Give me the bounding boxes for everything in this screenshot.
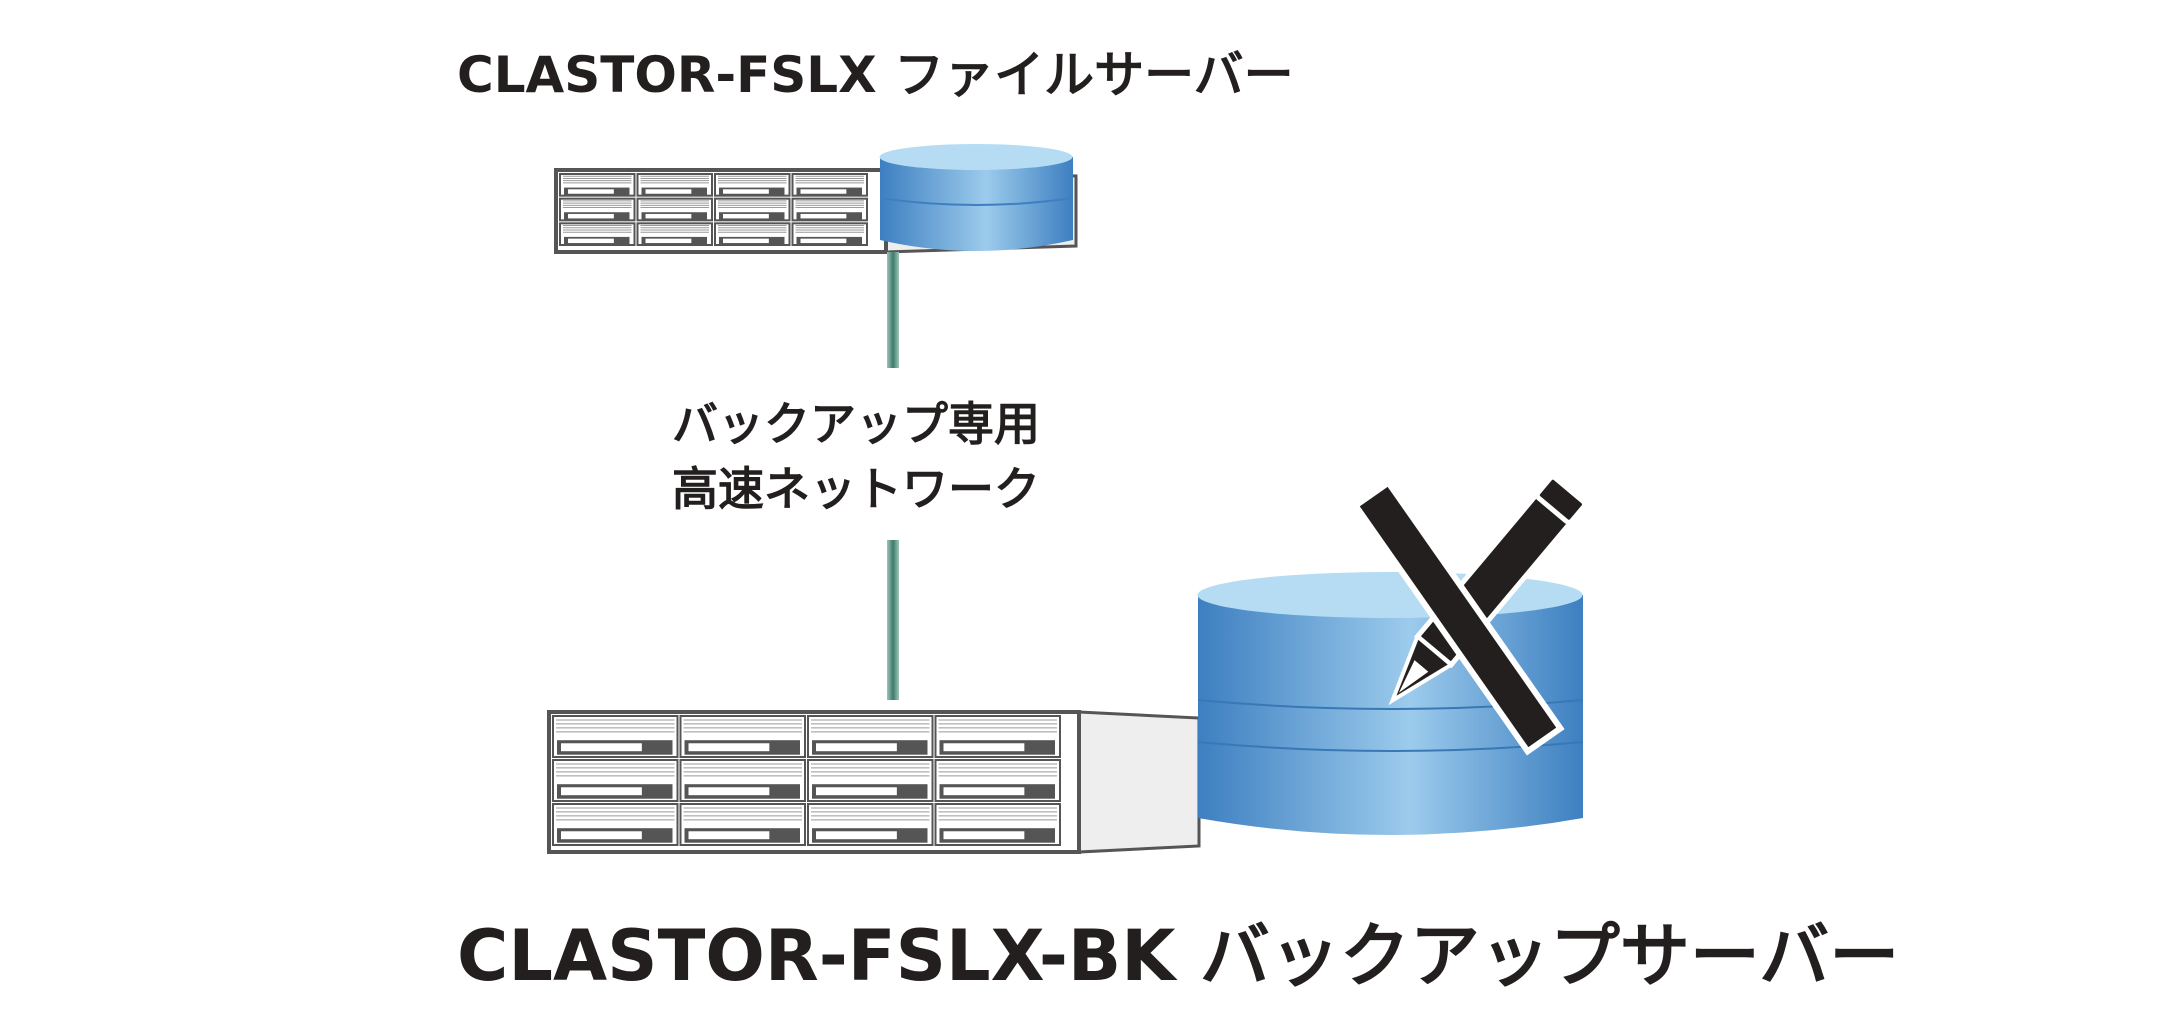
drive-label <box>800 238 847 244</box>
network-link-lower <box>887 540 899 700</box>
network-label-line2: 高速ネットワーク <box>672 462 1040 516</box>
drive-label <box>688 743 770 752</box>
drive-label <box>800 189 847 194</box>
drive-label <box>943 831 1025 840</box>
drive-label <box>645 189 692 194</box>
drive-label <box>568 238 614 244</box>
drive-label <box>688 787 770 796</box>
backup-server-title: CLASTOR-FSLX-BK バックアップサーバー <box>457 915 1899 997</box>
file-server-rack-icon <box>554 168 1078 254</box>
pencil-crossed-icon <box>1351 472 1590 756</box>
drive-label <box>816 831 897 840</box>
drive-label <box>800 213 847 219</box>
network-label-line1: バックアップ専用 <box>672 397 1040 451</box>
drive-label <box>723 238 769 244</box>
rack-side <box>1077 710 1201 854</box>
drive-label <box>943 743 1025 752</box>
file-server-title: CLASTOR-FSLX ファイルサーバー <box>457 46 1294 104</box>
drive-label <box>688 831 770 840</box>
backup-server-rack-icon <box>547 710 1201 854</box>
drive-label <box>816 743 897 752</box>
file-server-storage-icon <box>879 144 1074 251</box>
drive-label <box>943 787 1025 796</box>
drive-label <box>645 213 692 219</box>
drive-label <box>645 238 692 244</box>
drive-label <box>723 189 769 194</box>
drive-label <box>561 831 642 840</box>
drive-label <box>561 743 642 752</box>
drive-label <box>568 213 614 219</box>
drive-label <box>723 213 769 219</box>
drive-label <box>568 189 614 194</box>
drive-label <box>816 787 897 796</box>
network-link-upper <box>887 252 899 368</box>
drive-label <box>561 787 642 796</box>
